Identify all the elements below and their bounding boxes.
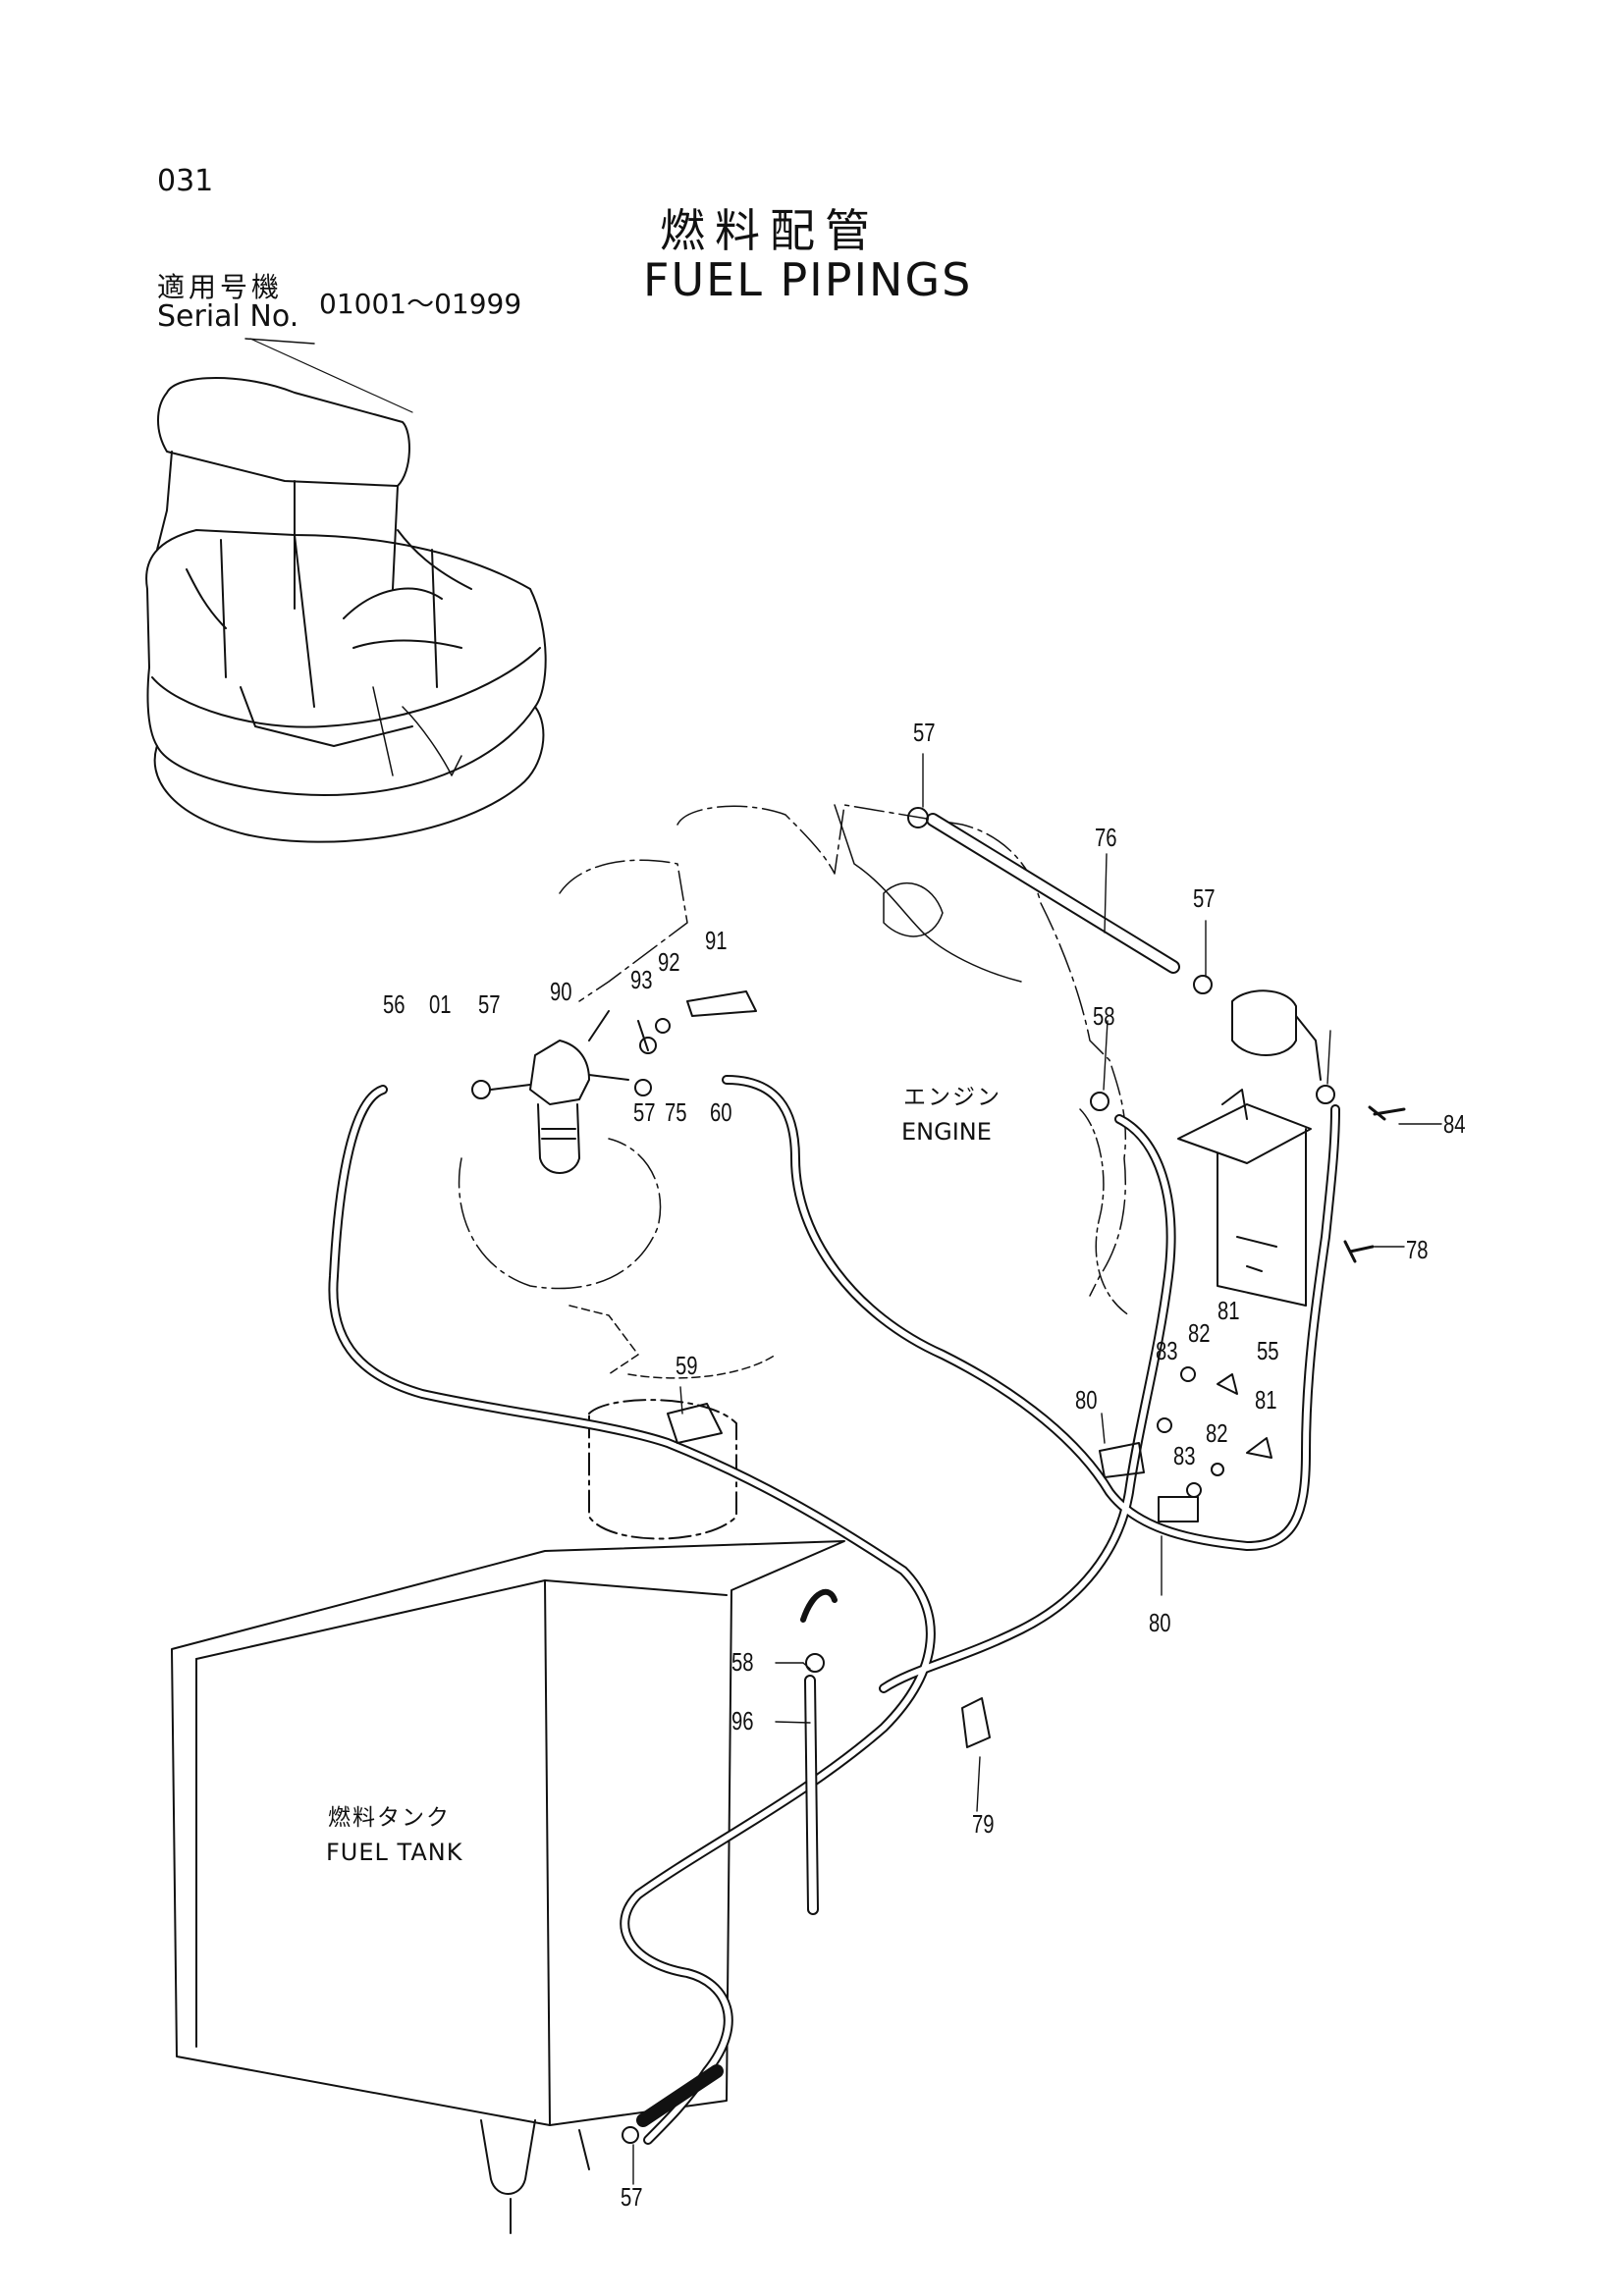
part-callout-57: 57 bbox=[913, 718, 936, 747]
part-callout-82: 82 bbox=[1206, 1418, 1228, 1448]
fuel-tank-body bbox=[172, 1400, 844, 2233]
part-callout-60: 60 bbox=[710, 1097, 732, 1127]
small-parts bbox=[472, 808, 1404, 2143]
part-callout-96: 96 bbox=[731, 1706, 754, 1735]
fuel-hoses bbox=[333, 1080, 1335, 2140]
mounting-bracket bbox=[1178, 1104, 1311, 1306]
fuel-hoses-inner bbox=[333, 1080, 1335, 2140]
page-number: 031 bbox=[157, 164, 214, 198]
part-callout-58: 58 bbox=[1093, 1001, 1115, 1031]
engine-label-japanese: エンジン bbox=[903, 1085, 1001, 1110]
page-title: FUEL PIPINGS bbox=[643, 253, 973, 306]
part-callout-80: 80 bbox=[1075, 1385, 1098, 1415]
engine-outline bbox=[460, 805, 1129, 1378]
return-hose bbox=[933, 820, 1173, 967]
part-callout-75: 75 bbox=[665, 1097, 687, 1127]
part-callout-90: 90 bbox=[550, 977, 572, 1006]
part-callout-81: 81 bbox=[1217, 1296, 1240, 1325]
part-callout-80: 80 bbox=[1149, 1608, 1171, 1637]
part-callout-83: 83 bbox=[1173, 1441, 1196, 1470]
part-callout-56: 56 bbox=[383, 989, 406, 1019]
part-callout-93: 93 bbox=[630, 965, 653, 994]
part-callout-84: 84 bbox=[1443, 1109, 1466, 1139]
part-callout-79: 79 bbox=[972, 1809, 995, 1839]
part-callout-59: 59 bbox=[676, 1351, 698, 1380]
part-callout-82: 82 bbox=[1188, 1318, 1211, 1348]
part-callout-76: 76 bbox=[1095, 823, 1117, 852]
part-callout-57: 57 bbox=[1193, 883, 1216, 913]
serial-label-japanese: 適用号機 bbox=[157, 271, 284, 303]
part-callout-55: 55 bbox=[1257, 1336, 1279, 1365]
part-callout-01: 01 bbox=[429, 989, 452, 1019]
machine-overview-illustration bbox=[146, 339, 546, 842]
part-callout-83: 83 bbox=[1156, 1336, 1178, 1365]
part-callout-57: 57 bbox=[478, 989, 501, 1019]
serial-range: 01001～01999 bbox=[319, 288, 522, 320]
part-callout-91: 91 bbox=[705, 926, 728, 955]
part-callout-81: 81 bbox=[1255, 1385, 1277, 1415]
part-callout-57: 57 bbox=[633, 1097, 656, 1127]
page-title-japanese: 燃料配管 bbox=[660, 204, 880, 257]
engine-label: ENGINE bbox=[901, 1118, 992, 1146]
fuel-filter bbox=[491, 1011, 648, 1173]
leader-lines bbox=[633, 754, 1441, 2184]
part-callout-57: 57 bbox=[621, 2182, 643, 2212]
part-callout-58: 58 bbox=[731, 1647, 754, 1677]
part-callout-78: 78 bbox=[1406, 1235, 1429, 1264]
serial-label: Serial No. bbox=[157, 299, 299, 334]
fuel-pump bbox=[1222, 990, 1321, 1119]
fuel-tank-label-japanese: 燃料タンク bbox=[328, 1805, 451, 1831]
fuel-tank-label: FUEL TANK bbox=[326, 1839, 463, 1866]
part-callout-92: 92 bbox=[658, 947, 680, 977]
